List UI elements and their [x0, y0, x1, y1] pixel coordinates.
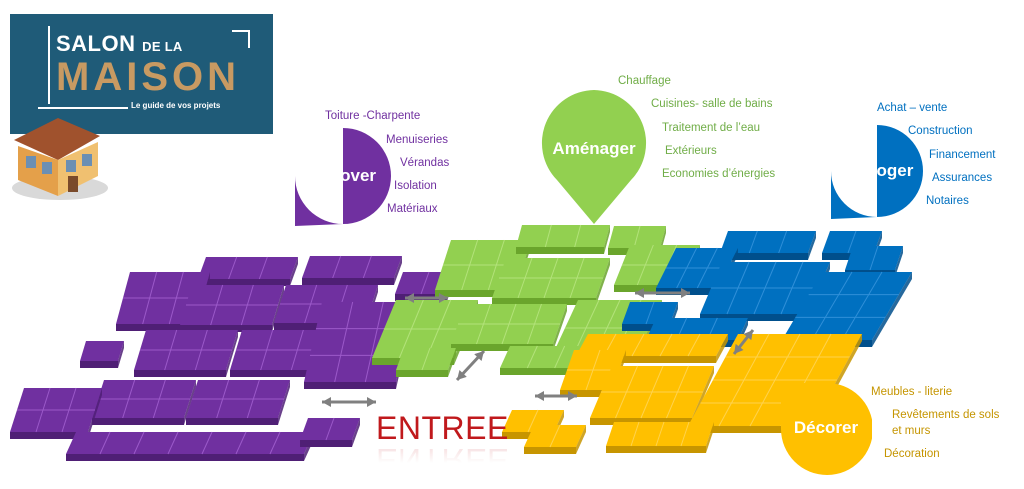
decorer-label: Décorer: [793, 418, 859, 437]
decorer-item: et murs: [892, 425, 931, 437]
logo-deco-corner: [232, 30, 250, 48]
renover-bubble: [295, 128, 391, 226]
floor-stand-p: [10, 387, 102, 439]
double-arrow-icon: [405, 293, 448, 303]
double-arrow-icon: [732, 329, 755, 355]
floor-stand-g: [451, 303, 567, 351]
seloger-item: Financement: [929, 149, 996, 161]
amenager-item: Traitement de l’eau: [662, 122, 761, 134]
decorer-item: Revêtements de sols: [892, 409, 1000, 421]
renover-item: Toiture -Charpente: [325, 110, 421, 122]
renover-item: Menuiseries: [386, 134, 448, 146]
floor-stand-p: [300, 417, 360, 447]
double-arrow-icon: [455, 349, 486, 382]
floor-stand-p: [92, 379, 196, 425]
logo-deco-line: [48, 26, 50, 104]
floor-stand-b: [720, 230, 816, 260]
logo-tagline: Le guide de vos projets: [131, 101, 221, 110]
seloger-item: Notaires: [926, 195, 969, 207]
renover-item: Matériaux: [387, 203, 438, 215]
floor-stand-g: [516, 224, 610, 254]
floor-stand-p: [66, 431, 314, 461]
house-illustration: [12, 118, 108, 200]
salon-logo: SALON DE LA MAISON Le guide de vos proje…: [10, 14, 273, 134]
floor-stand-p: [80, 341, 124, 368]
floor-stand-g: [492, 257, 610, 305]
renover-item: Isolation: [394, 180, 437, 192]
decorer-item: Décoration: [884, 448, 940, 460]
seloger-item: Achat – vente: [877, 102, 948, 114]
floor-stand-y: [606, 421, 714, 453]
logo-title-line: SALON DE LA: [56, 31, 183, 57]
decorer-bubble: [781, 382, 872, 475]
double-arrow-icon: [535, 391, 577, 401]
logo-deco-underline: [38, 107, 128, 109]
floor-stand-p: [180, 284, 284, 332]
amenager-item: Chauffage: [618, 75, 671, 87]
seloger-bubble: [831, 125, 923, 219]
amenager-item: Economies d’énergies: [662, 168, 776, 180]
floor-stand-p: [302, 255, 402, 285]
amenager-bubble: [541, 90, 647, 224]
floor-stand-g: [396, 347, 456, 377]
renover-label: Rénover: [307, 166, 377, 185]
amenager-item: Extérieurs: [665, 145, 717, 157]
floor-stand-p: [186, 379, 290, 425]
entrance-reflection: ENTREE: [376, 442, 509, 478]
seloger-label: Se Loger: [840, 161, 914, 180]
logo-salon-text: SALON: [56, 31, 136, 56]
seloger-item: Assurances: [932, 172, 993, 184]
floor-stand-g: [500, 345, 592, 375]
floor-stand-p: [198, 256, 298, 286]
decorer-item: Meubles - literie: [871, 386, 953, 398]
floor-stand-p: [134, 329, 238, 377]
double-arrow-icon: [635, 288, 690, 298]
logo-dela-text: DE LA: [142, 39, 183, 54]
floor-stand-y: [524, 424, 586, 454]
logo-maison-text: MAISON: [56, 55, 240, 99]
renover-item: Vérandas: [400, 157, 450, 169]
amenager-label: Aménager: [552, 139, 636, 158]
seloger-item: Construction: [908, 125, 973, 137]
amenager-item: Cuisines- salle de bains: [651, 98, 773, 110]
entrance-label: ENTREE: [376, 410, 509, 446]
double-arrow-icon: [322, 397, 376, 407]
floor-stand-b: [782, 271, 912, 347]
